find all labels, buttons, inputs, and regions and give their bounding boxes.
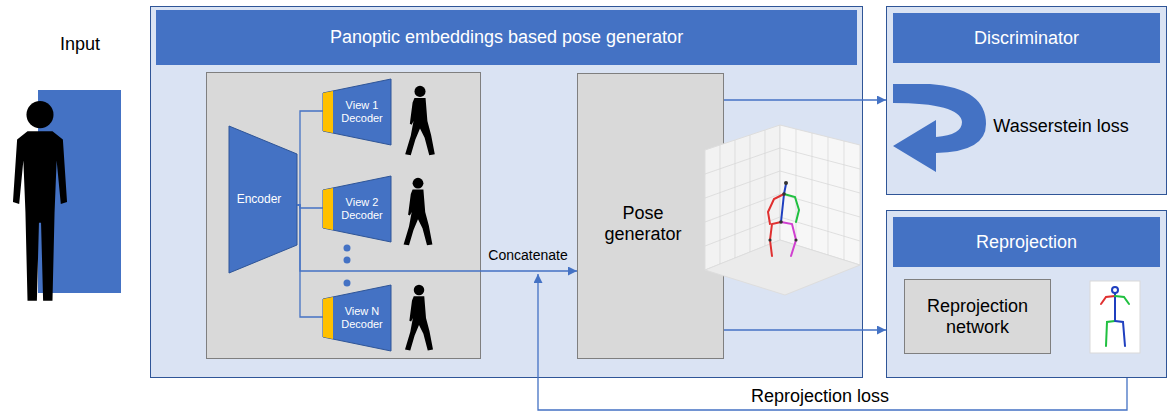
view-silhouettes: [404, 86, 435, 351]
connector: [538, 274, 1127, 410]
node-label: Reprojection network: [905, 280, 1050, 353]
node-label: View N Decoder: [333, 285, 391, 351]
edge-label: Concatenate: [479, 244, 577, 266]
decoder-block: View 2 Decoder: [323, 176, 391, 242]
connector: [297, 111, 323, 205]
person-silhouette: [404, 178, 433, 246]
node-label: View 2 Decoder: [333, 176, 391, 242]
ellipsis-dots: [344, 245, 351, 287]
pose-2d-image: [1090, 281, 1140, 353]
input-figure: [13, 90, 121, 301]
connector: [297, 205, 323, 317]
pose-3d-plot: [705, 125, 860, 295]
process-box: Pose generator: [577, 73, 724, 359]
pipeline-panel: Encoder View 1 DecoderView 2 DecoderView …: [150, 6, 863, 378]
connector: [297, 205, 577, 271]
connector: [724, 99, 886, 100]
decoder-block: View N Decoder: [323, 285, 391, 351]
node-label: Encoder: [229, 126, 297, 273]
person-silhouette: [405, 86, 435, 155]
reprojection-panel: Reprojection network Reprojection: [886, 210, 1167, 378]
decoder-block: View 1 Decoder: [323, 79, 391, 145]
discriminator-panel: DiscriminatorWasserstein loss: [886, 6, 1167, 195]
person-silhouette: [13, 101, 67, 301]
edge-label: Reprojection loss: [720, 385, 920, 407]
figure-label: Input: [40, 30, 120, 58]
node-label: Pose generator: [588, 189, 698, 259]
panel-heading: Reprojection: [893, 217, 1160, 267]
encoder-block: Encoder: [229, 126, 297, 273]
node-label: View 1 Decoder: [333, 79, 391, 145]
panel-heading: Discriminator: [893, 13, 1160, 63]
connector: [297, 205, 323, 208]
input-frame: [38, 90, 121, 293]
connector: [724, 329, 886, 330]
node-label: Wasserstein loss: [991, 93, 1131, 159]
process-box: Reprojection network: [904, 279, 1051, 354]
curved-arrow: [893, 84, 986, 172]
panel-heading: Panoptic embeddings based pose generator: [156, 10, 857, 65]
person-silhouette: [405, 285, 433, 351]
